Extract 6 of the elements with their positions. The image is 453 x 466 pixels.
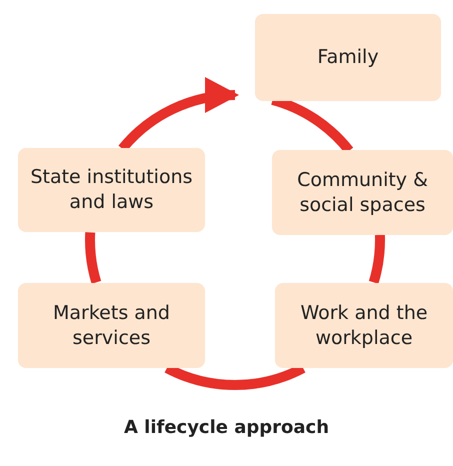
stage-box: Markets and services [18,283,205,368]
stage-box: Community & social spaces [272,150,453,235]
stage-box: Work and the workplace [275,283,453,368]
stage-box: State institutions and laws [18,148,205,232]
stage-box: Family [255,14,441,101]
caption: A lifecycle approach [122,417,330,438]
